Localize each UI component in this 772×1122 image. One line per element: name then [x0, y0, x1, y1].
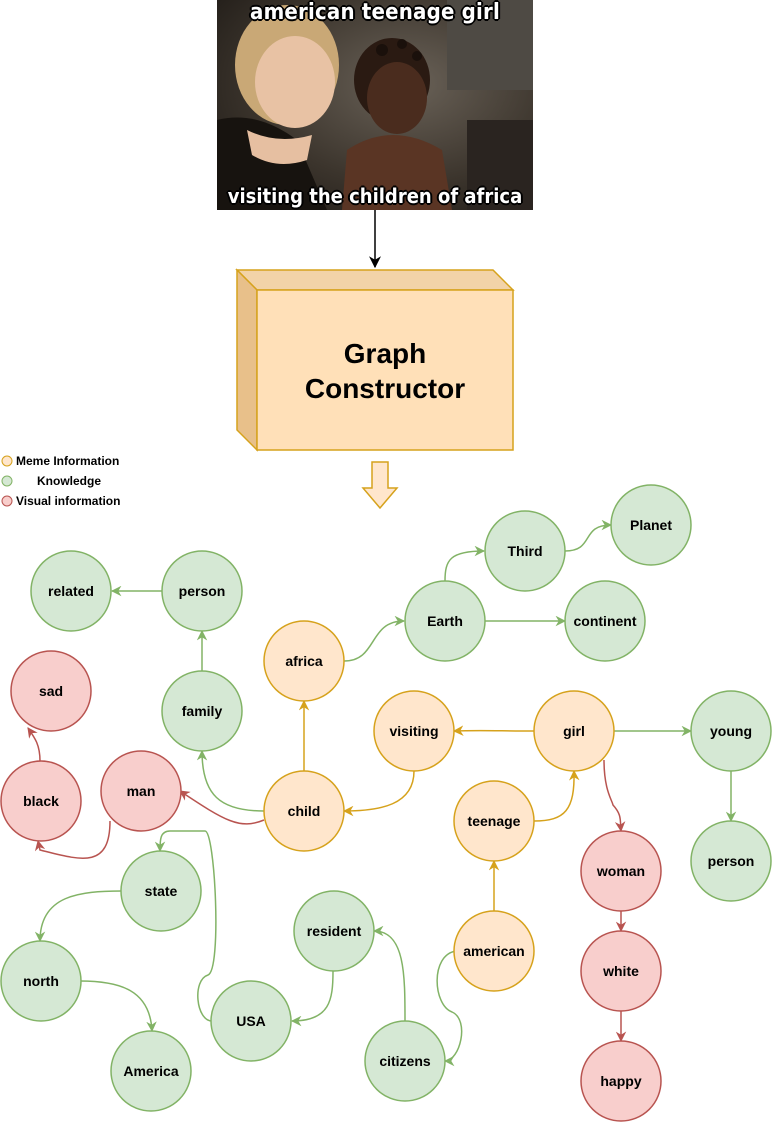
node-usa: USA [210, 980, 292, 1062]
meme-bottom-caption: visiting the children of africa [227, 184, 523, 208]
graph-edges [27, 519, 737, 1067]
meme-top-caption: american teenage girl [250, 0, 500, 25]
svg-text:man: man [127, 783, 156, 799]
edge-usa-state [154, 830, 217, 1022]
svg-text:USA: USA [236, 1013, 266, 1029]
node-related: related [30, 550, 112, 632]
legend-meme-label: Meme Information [16, 454, 119, 468]
svg-text:woman: woman [596, 863, 645, 879]
edge-north-america [79, 980, 157, 1033]
edge-visiting-child [342, 770, 415, 817]
node-citizens: citizens [364, 1020, 446, 1102]
edge-resident-usa [290, 970, 334, 1027]
graph-nodes: related person family Earth Third Planet… [0, 484, 772, 1122]
edge-girl-woman [603, 759, 626, 833]
node-africa: africa [263, 620, 345, 702]
svg-text:resident: resident [307, 923, 362, 939]
svg-text:Third: Third [508, 543, 543, 559]
svg-text:America: America [123, 1063, 178, 1079]
svg-text:related: related [48, 583, 94, 599]
node-north: north [0, 940, 82, 1022]
edge-state-north [34, 890, 123, 943]
edge-man-black [34, 820, 111, 859]
node-white: white [580, 930, 662, 1012]
svg-text:american: american [463, 943, 524, 959]
svg-text:happy: happy [600, 1073, 641, 1089]
svg-text:Earth: Earth [427, 613, 463, 629]
node-planet: Planet [610, 484, 692, 566]
legend-knowledge-swatch [1, 475, 13, 487]
svg-text:person: person [179, 583, 226, 599]
svg-text:child: child [288, 803, 321, 819]
node-american: american [453, 910, 535, 992]
svg-text:Planet: Planet [630, 517, 672, 533]
graph-constructor-box: Graph Constructor [235, 268, 515, 452]
node-person-2: person [690, 820, 772, 902]
node-man: man [100, 750, 182, 832]
svg-text:family: family [182, 703, 223, 719]
legend-knowledge-label: Knowledge [37, 474, 101, 488]
output-down-arrow [361, 461, 399, 510]
node-girl: girl [533, 690, 615, 772]
node-family: family [161, 670, 243, 752]
meme-photo [217, 0, 533, 210]
node-sad: sad [10, 650, 92, 732]
node-black: black [0, 760, 82, 842]
constructor-title-line1: Graph [344, 338, 426, 369]
svg-text:continent: continent [574, 613, 637, 629]
node-young: young [690, 690, 772, 772]
node-america: America [110, 1030, 192, 1112]
svg-text:north: north [23, 973, 59, 989]
svg-text:black: black [23, 793, 59, 809]
svg-text:africa: africa [285, 653, 323, 669]
edge-third-planet [564, 519, 613, 552]
svg-text:young: young [710, 723, 752, 739]
svg-text:girl: girl [563, 723, 585, 739]
node-person-1: person [161, 550, 243, 632]
svg-text:visiting: visiting [389, 723, 438, 739]
node-child: child [263, 770, 345, 852]
svg-text:sad: sad [39, 683, 63, 699]
meme-image: american teenage girl visiting the child… [217, 0, 533, 210]
edge-citizens-resident [372, 925, 406, 1022]
svg-text:person: person [708, 853, 755, 869]
svg-text:white: white [602, 963, 639, 979]
node-state: state [120, 850, 202, 932]
edge-black-sad [27, 727, 41, 762]
node-happy: happy [580, 1040, 662, 1122]
node-earth: Earth [404, 580, 486, 662]
node-resident: resident [293, 890, 375, 972]
node-visiting: visiting [373, 690, 455, 772]
legend: Meme Information Knowledge Visual inform… [1, 454, 120, 508]
edge-earth-third [444, 545, 486, 582]
edge-american-citizens [436, 950, 463, 1067]
legend-meme-swatch [1, 455, 13, 467]
node-teenage: teenage [453, 780, 535, 862]
svg-text:state: state [145, 883, 178, 899]
node-continent: continent [564, 580, 646, 662]
node-third: Third [484, 510, 566, 592]
node-woman: woman [580, 830, 662, 912]
edge-child-man [179, 790, 265, 825]
svg-text:citizens: citizens [379, 1053, 431, 1069]
edge-teenage-girl [533, 769, 580, 822]
constructor-title-line2: Constructor [305, 373, 465, 404]
svg-text:teenage: teenage [468, 813, 521, 829]
edge-africa-earth [343, 615, 406, 662]
edge-child-family [196, 749, 265, 812]
legend-visual-swatch [1, 495, 13, 507]
legend-visual-label: Visual information [16, 494, 120, 508]
